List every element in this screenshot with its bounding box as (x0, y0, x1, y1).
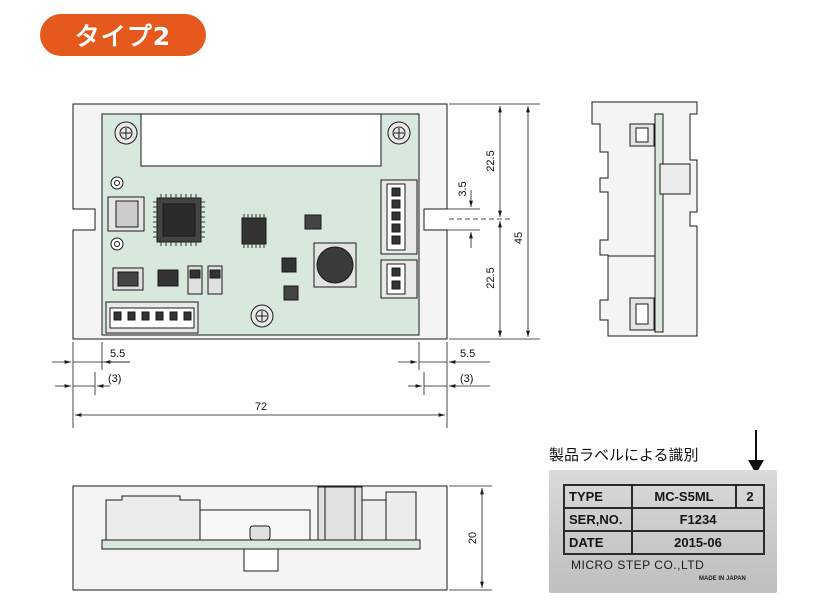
type-badge: タイプ2 (40, 14, 206, 56)
dim-left-edge: 5.5 (110, 348, 125, 360)
front-pcb (101, 539, 421, 550)
top-view (72, 103, 448, 340)
inductor (313, 242, 357, 288)
dim-width: 72 (255, 401, 267, 413)
screw-icon (250, 304, 274, 328)
capacitor (157, 269, 179, 287)
display-window (140, 113, 382, 167)
origin: MADE IN JAPAN (699, 576, 746, 582)
label-field: DATE (563, 530, 633, 555)
table-row: SER,NO. F1234 (563, 507, 765, 532)
mount-hole (114, 180, 120, 186)
label-value: F1234 (631, 507, 765, 532)
driver-chip (241, 217, 267, 245)
side-housing (591, 101, 698, 337)
label-extra: 2 (735, 484, 765, 509)
table-row: TYPE MC-S5ML 2 (563, 484, 765, 509)
dim-bottom-half: 22.5 (485, 267, 497, 288)
dim-top-half: 22.5 (485, 150, 497, 171)
dim-height: 45 (513, 232, 525, 244)
dimension-lines (52, 103, 540, 428)
dim-left-hole: (3) (108, 373, 121, 385)
label-field: SER,NO. (563, 507, 633, 532)
front-stand (243, 548, 279, 572)
mount-hole (114, 241, 120, 247)
side-view (591, 101, 698, 337)
product-label: TYPE MC-S5ML 2 SER,NO. F1234 DATE 2015-0… (549, 470, 777, 593)
dim-slot-width: 3.5 (457, 181, 469, 196)
manufacturer: MICRO STEP CO.,LTD (571, 558, 705, 572)
transistor (281, 257, 297, 273)
label-field: TYPE (563, 484, 633, 509)
label-caption: 製品ラベルによる識別 (549, 446, 699, 464)
label-value: MC-S5ML (631, 484, 737, 509)
dim-right-hole: (3) (460, 373, 473, 385)
screw-icon (387, 121, 411, 145)
transistor (283, 285, 299, 301)
small-chip (304, 214, 322, 230)
label-table: TYPE MC-S5ML 2 SER,NO. F1234 DATE 2015-0… (563, 484, 765, 555)
down-arrow-icon (748, 430, 764, 474)
mount-hole (110, 237, 124, 251)
front-view (72, 485, 448, 591)
screw-icon (114, 121, 138, 145)
dim-right-edge: 5.5 (460, 348, 475, 360)
table-row: DATE 2015-06 (563, 530, 765, 555)
label-value: 2015-06 (631, 530, 765, 555)
dim-thickness: 20 (467, 532, 479, 544)
mount-hole (110, 176, 124, 190)
side-pcb (654, 113, 664, 333)
